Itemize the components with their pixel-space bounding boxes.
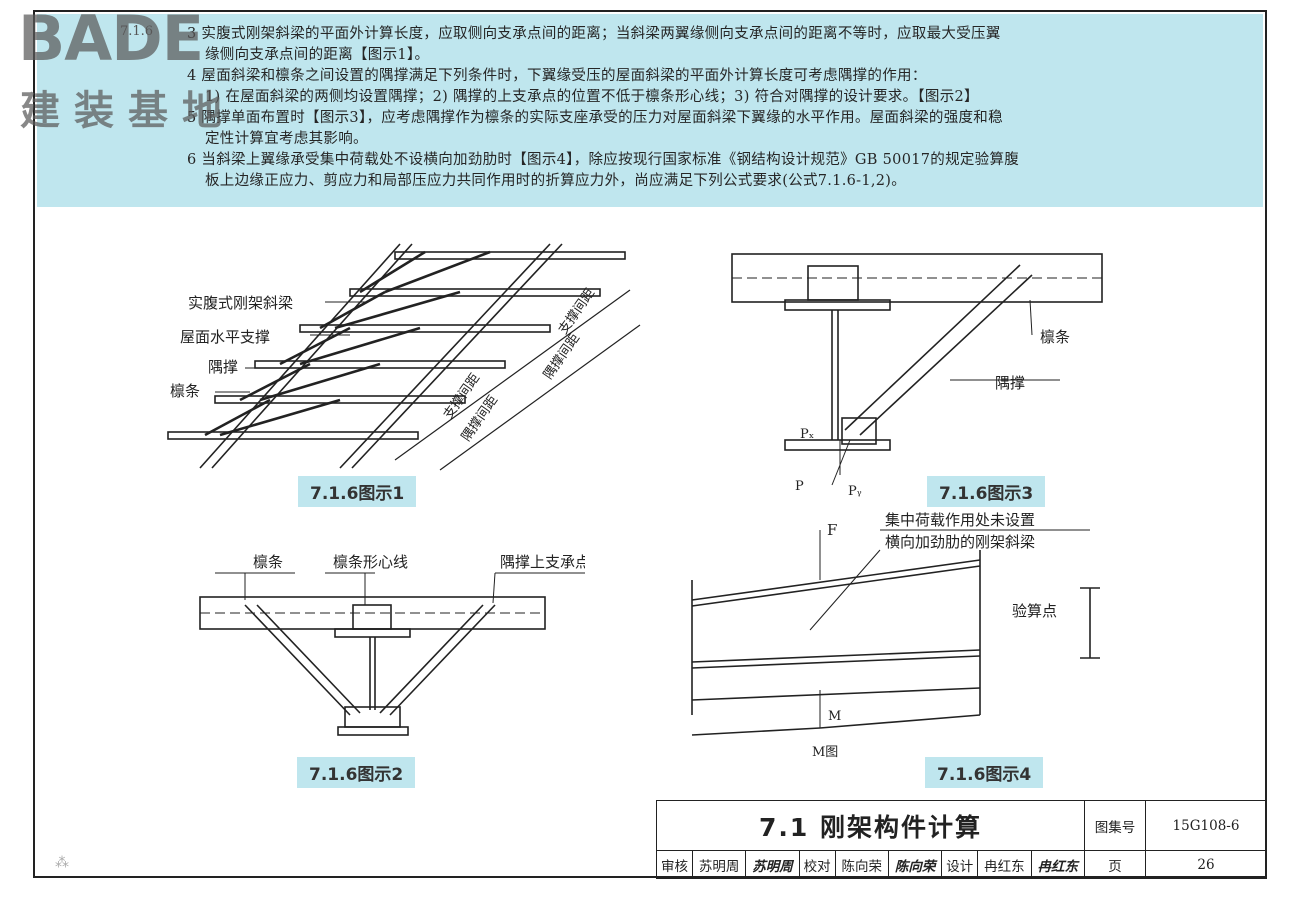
design-name: 冉红东 [977, 850, 1032, 879]
atlas-number: 15G108-6 [1145, 800, 1267, 851]
notes-panel: 3 实腹式刚架斜梁的平面外计算长度，应取侧向支承点间的距离；当斜梁两翼缘侧向支承… [37, 14, 1263, 207]
fig1-label-beam: 实腹式刚架斜梁 [188, 294, 293, 312]
figure-4-drawing: F 集中荷载作用处未设置 横向加劲肋的刚架斜梁 验算点 M M图 [691, 511, 1100, 760]
fig1-label-brace: 屋面水平支撑 [180, 328, 270, 346]
note-line: 1) 在屋面斜梁的两侧均设置隅撑；2) 隅撑的上支承点的位置不低于檩条形心线；3… [205, 89, 979, 105]
fig1-label-spacing-2: 支撑间距 [556, 286, 598, 337]
section-number: 7.1.6 [120, 24, 154, 39]
note-line: 板上边缘正应力、剪应力和局部压应力共同作用时的折算应力外，尚应满足下列公式要求(… [205, 173, 907, 189]
figure-3-drawing: 檩条 隅撑 Pₓ P Pᵧ [731, 253, 1103, 499]
review-signature: 苏明周 [745, 850, 800, 879]
notes-text: 3 实腹式刚架斜梁的平面外计算长度，应取侧向支承点间的距离；当斜梁两翼缘侧向支承… [37, 14, 1263, 192]
figure-3-caption: 7.1.6图示3 [927, 476, 1046, 507]
atlas-label: 图集号 [1084, 800, 1146, 851]
watermark-logo: BADE 建装基地 [10, 0, 260, 140]
logo-brand: BADE [18, 2, 204, 75]
fig2-label-purlin: 檩条 [253, 553, 283, 571]
fig4-note-line-2: 横向加劲肋的刚架斜梁 [885, 533, 1035, 551]
fig3-label-p: P [795, 479, 804, 494]
design-signature: 冉红东 [1030, 850, 1086, 879]
note-line: 4 屋面斜梁和檩条之间设置的隅撑满足下列条件时，下翼缘受压的屋面斜梁的平面外计算… [187, 68, 927, 84]
fig2-label-centroid: 檩条形心线 [333, 553, 408, 571]
note-line: 6 当斜梁上翼缘承受集中荷载处不设横向加劲肋时【图示4】，除应按现行国家标准《钢… [187, 152, 1020, 168]
fig4-label-check-point: 验算点 [1012, 602, 1057, 620]
check-label: 校对 [798, 850, 836, 879]
figure-2-drawing: 檩条 檩条形心线 隅撑上支承点 [199, 553, 585, 736]
fig2-label-upper-support: 隅撑上支承点 [500, 553, 585, 571]
note-line: 3 实腹式刚架斜梁的平面外计算长度，应取侧向支承点间的距离；当斜梁两翼缘侧向支承… [187, 26, 1001, 42]
corner-mark: ⁂ [55, 855, 69, 871]
note-line: 5 隅撑单面布置时【图示3】，应考虑隅撑作为檩条的实际支座承受的压力对屋面斜梁下… [187, 110, 1003, 126]
logo-subtitle: 建装基地 [20, 88, 236, 134]
figure-2-caption: 7.1.6图示2 [297, 757, 416, 788]
fig3-label-purlin: 檩条 [1040, 328, 1070, 346]
note-line: 定性计算宜考虑其影响。 [205, 131, 368, 147]
fig3-label-py: Pᵧ [848, 484, 862, 499]
page-title: 7.1 刚架构件计算 [656, 800, 1085, 851]
fig4-note-line-1: 集中荷载作用处未设置 [885, 511, 1035, 529]
note-line: 缘侧向支承点间的距离【图示1】。 [205, 47, 430, 63]
page-label: 页 [1084, 850, 1146, 879]
review-label: 审核 [656, 850, 693, 879]
figure-1-drawing: 实腹式刚架斜梁 屋面水平支撑 隅撑 檩条 支撑间距 支撑间距 隅撑间距 隅撑间距 [167, 243, 641, 471]
figure-4-caption: 7.1.6图示4 [925, 757, 1044, 788]
fig4-label-m-diagram: M图 [812, 745, 838, 760]
fig1-label-purlin: 檩条 [170, 382, 200, 400]
fig3-label-px: Pₓ [800, 427, 814, 442]
fig4-label-f: F [827, 521, 837, 539]
fig3-label-corner: 隅撑 [995, 374, 1025, 392]
figure-1-caption: 7.1.6图示1 [298, 476, 417, 507]
page-number: 26 [1145, 850, 1267, 879]
review-name: 苏明周 [691, 850, 747, 879]
check-signature: 陈向荣 [887, 850, 943, 879]
title-block: 7.1 刚架构件计算 图集号 15G108-6 审核 苏明周 苏明周 校对 陈向… [656, 800, 1267, 879]
fig1-label-corner: 隅撑 [208, 358, 238, 376]
fig4-label-m: M [828, 709, 841, 724]
design-label: 设计 [941, 850, 979, 879]
drawing-frame [33, 10, 1267, 878]
check-name: 陈向荣 [834, 850, 889, 879]
